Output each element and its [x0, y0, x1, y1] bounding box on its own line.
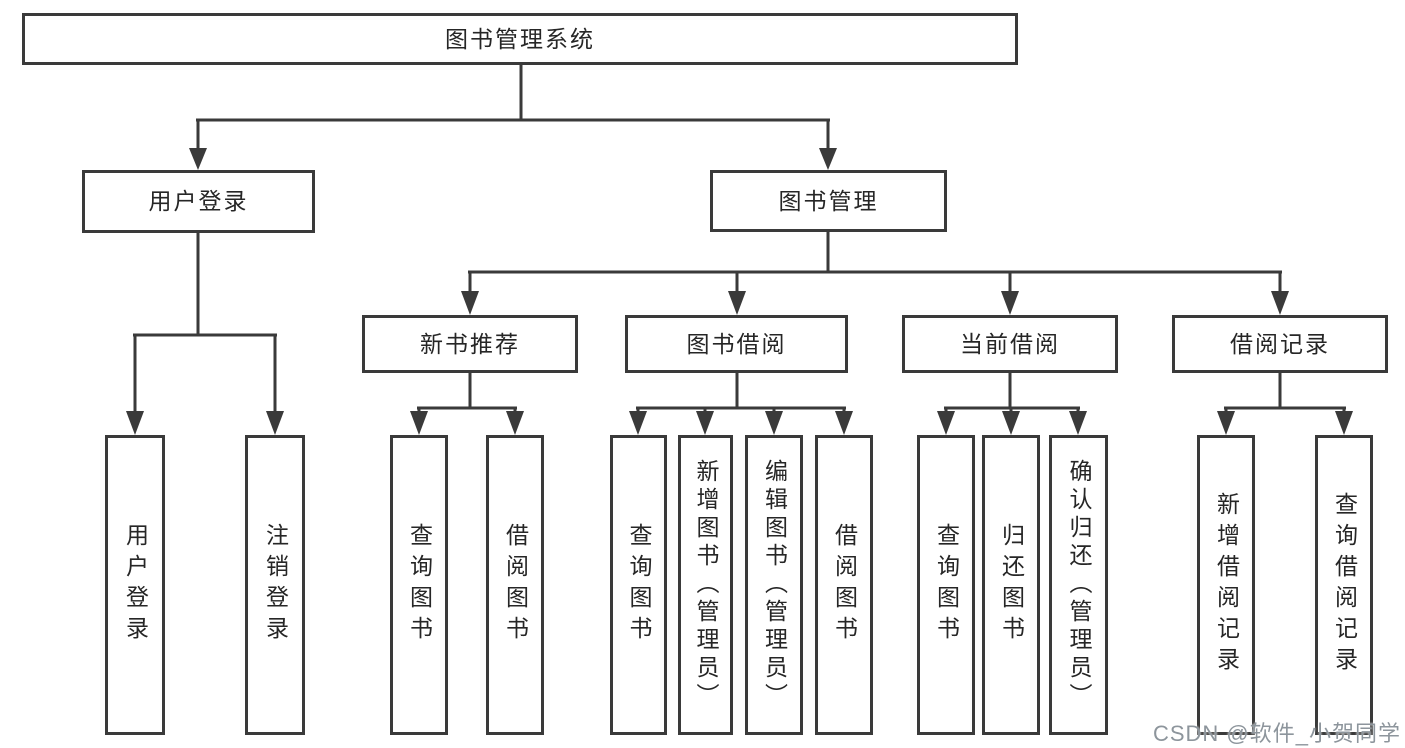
arrow-down-icon: [1002, 411, 1020, 435]
arrow-down-icon: [1271, 291, 1289, 315]
node-label: 新书推荐: [420, 330, 520, 357]
node-borrow-records: 借阅记录: [1172, 315, 1388, 373]
node-label: 借阅图书: [831, 523, 858, 647]
node-label: 图书管理系统: [445, 25, 595, 52]
csdn-watermark: CSDN @软件_小贺同学: [1152, 721, 1401, 746]
node-current-borrow: 当前借阅: [902, 315, 1118, 373]
node-label: 查询图书: [626, 523, 652, 647]
node-book-borrow: 图书借阅: [625, 315, 848, 373]
node-label: 查询借阅记录: [1331, 492, 1358, 678]
node-book-management: 图书管理: [710, 170, 947, 232]
node-label: 确认归还（管理员）: [1066, 459, 1092, 711]
node-leaf-logout: 注销登录: [245, 435, 305, 735]
arrow-down-icon: [728, 291, 746, 315]
node-label: 图书借阅: [686, 330, 787, 357]
arrow-down-icon: [410, 411, 428, 435]
node-label: 用户登录: [122, 523, 149, 647]
node-label: 新增图书（管理员）: [693, 459, 719, 711]
arrow-down-icon: [937, 411, 955, 435]
node-label: 编辑图书（管理员）: [761, 459, 788, 711]
node-label: 新增借阅记录: [1213, 492, 1240, 678]
node-leaf-query-books-recommend: 查询图书: [390, 435, 448, 735]
node-label: 查询图书: [406, 523, 433, 647]
connector-user-login-to-leaves: [126, 233, 284, 435]
node-label: 归还图书: [998, 523, 1025, 647]
arrow-down-icon: [1069, 411, 1087, 435]
node-leaf-confirm-return-admin: 确认归还（管理员）: [1049, 435, 1108, 735]
arrow-down-icon: [629, 411, 647, 435]
node-leaf-user-login: 用户登录: [105, 435, 165, 735]
arrow-down-icon: [1001, 291, 1019, 315]
node-new-book-recommend: 新书推荐: [362, 315, 578, 373]
node-label: 查询图书: [933, 523, 960, 647]
arrow-down-icon: [765, 411, 783, 435]
arrow-down-icon: [819, 148, 837, 170]
node-leaf-borrow-books-recommend: 借阅图书: [486, 435, 544, 735]
connector-book-borrow-to-leaves: [629, 373, 853, 435]
node-leaf-borrow-books: 借阅图书: [815, 435, 873, 735]
connector-root-to-level2: [189, 65, 837, 170]
arrow-down-icon: [835, 411, 853, 435]
arrow-down-icon: [506, 411, 524, 435]
node-leaf-add-borrow-record: 新增借阅记录: [1197, 435, 1255, 735]
connector-book-management-to-level3: [461, 232, 1289, 315]
node-leaf-query-books-borrow: 查询图书: [610, 435, 667, 735]
connector-borrow-records-to-leaves: [1217, 373, 1353, 435]
node-label: 图书管理: [778, 187, 879, 214]
connector-new-book-recommend-to-leaves: [410, 373, 524, 435]
node-label: 借阅图书: [502, 523, 529, 647]
node-user-login: 用户登录: [82, 170, 315, 233]
node-label: 注销登录: [262, 523, 289, 647]
node-root: 图书管理系统: [22, 13, 1018, 65]
node-leaf-add-books-admin: 新增图书（管理员）: [678, 435, 733, 735]
arrow-down-icon: [461, 291, 479, 315]
node-label: 用户登录: [148, 188, 249, 214]
arrow-down-icon: [696, 411, 714, 435]
node-label: 当前借阅: [960, 330, 1060, 357]
arrow-down-icon: [1217, 411, 1235, 435]
arrow-down-icon: [189, 148, 207, 170]
node-label: 借阅记录: [1230, 330, 1330, 357]
connector-current-borrow-to-leaves: [937, 373, 1087, 435]
arrow-down-icon: [1335, 411, 1353, 435]
arrow-down-icon: [266, 411, 284, 435]
node-leaf-query-books-current: 查询图书: [917, 435, 975, 735]
node-leaf-query-borrow-record: 查询借阅记录: [1315, 435, 1373, 735]
arrow-down-icon: [126, 411, 144, 435]
node-leaf-return-books: 归还图书: [982, 435, 1040, 735]
node-leaf-edit-books-admin: 编辑图书（管理员）: [745, 435, 803, 735]
